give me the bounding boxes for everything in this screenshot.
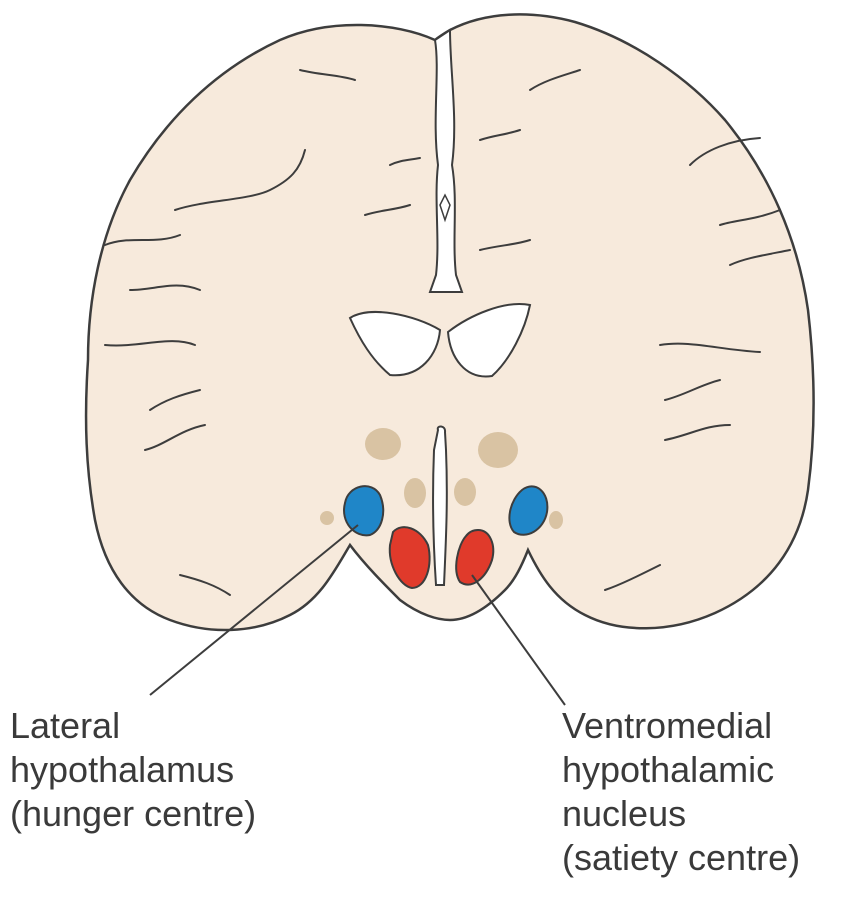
tan-nucleus <box>454 478 476 506</box>
leader-line-ventromedial <box>472 575 565 705</box>
label-lateral-line1: Lateral <box>10 704 256 748</box>
tan-nucleus <box>478 432 518 468</box>
lateral-hypothalamus-left <box>344 486 383 535</box>
label-ventromedial-line3: nucleus <box>562 792 800 836</box>
label-lateral-line2: hypothalamus <box>10 748 256 792</box>
third-ventricle <box>433 426 447 585</box>
label-ventromedial-line1: Ventromedial <box>562 704 800 748</box>
tan-nucleus <box>549 511 563 529</box>
tan-nucleus <box>404 478 426 508</box>
label-lateral-hypothalamus: Lateral hypothalamus (hunger centre) <box>10 704 256 836</box>
tan-nucleus <box>320 511 334 525</box>
label-ventromedial-line4: (satiety centre) <box>562 836 800 880</box>
label-lateral-line3: (hunger centre) <box>10 792 256 836</box>
label-ventromedial-line2: hypothalamic <box>562 748 800 792</box>
label-ventromedial-nucleus: Ventromedial hypothalamic nucleus (satie… <box>562 704 800 880</box>
tan-nucleus <box>365 428 401 460</box>
